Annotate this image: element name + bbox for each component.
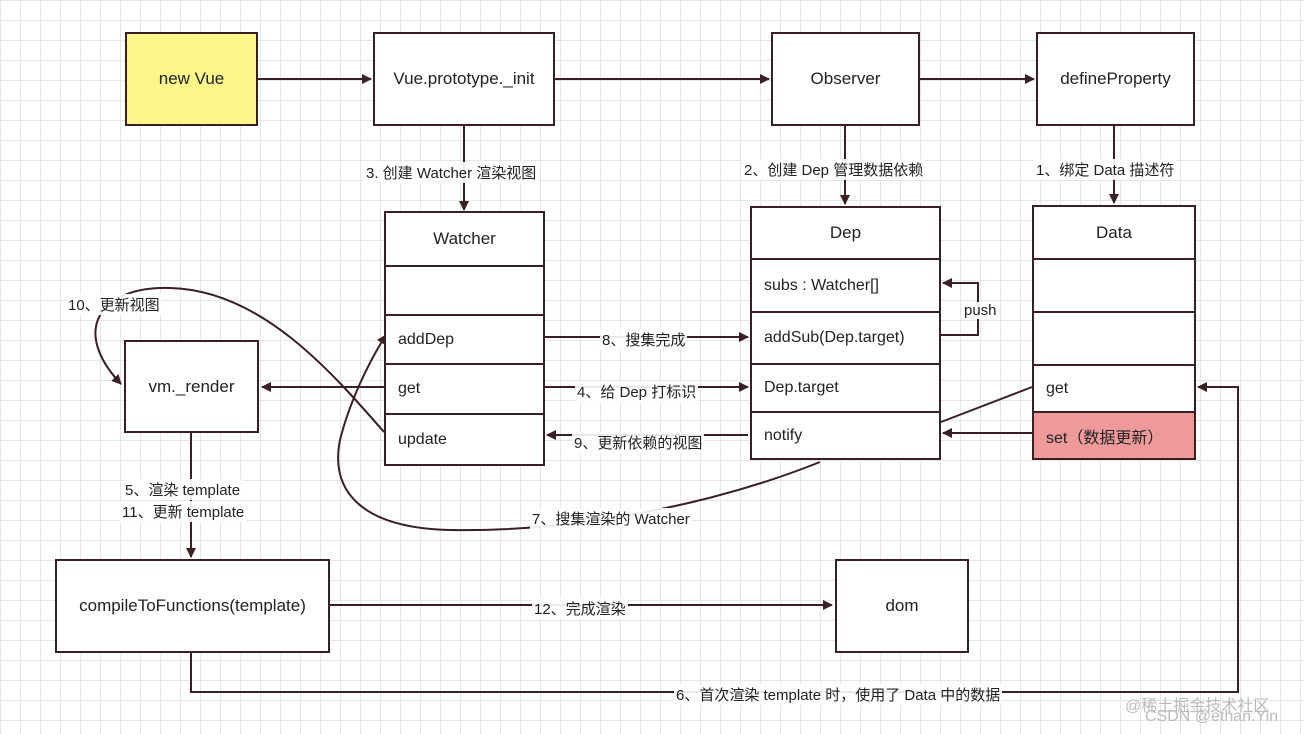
label-step-8: 8、搜集完成 — [600, 329, 688, 350]
data-row-empty-2 — [1034, 311, 1194, 364]
label-step-10: 10、更新视图 — [66, 294, 162, 315]
vm-render-label: vm._render — [148, 376, 235, 396]
data-table: Data get set（数据更新） — [1032, 205, 1196, 460]
watcher-row-adddep: addDep — [386, 314, 543, 363]
label-push: push — [962, 302, 999, 319]
label-step-4: 4、给 Dep 打标识 — [575, 381, 699, 402]
dep-table: Dep subs : Watcher[] addSub(Dep.target) … — [750, 206, 941, 460]
define-property-box: defineProperty — [1036, 32, 1195, 126]
new-vue-box: new Vue — [125, 32, 258, 126]
label-step-9: 9、更新依赖的视图 — [572, 432, 705, 453]
data-title: Data — [1096, 222, 1132, 242]
dep-row-notify: notify — [752, 411, 939, 458]
data-row-get: get — [1034, 364, 1194, 411]
compile-box: compileToFunctions(template) — [55, 559, 330, 653]
arrow-compile-dataget — [190, 382, 1239, 693]
observer-label: Observer — [810, 69, 881, 88]
watcher-row-get: get — [386, 363, 543, 413]
line-dataget-notify — [940, 386, 1033, 423]
new-vue-label: new Vue — [158, 69, 225, 88]
label-step-12: 12、完成渲染 — [532, 598, 628, 619]
label-step-6: 6、首次渲染 template 时，使用了 Data 中的数据 — [674, 684, 1003, 705]
arrow-collect-watcher-curve — [337, 334, 821, 532]
label-step-1: 1、绑定 Data 描述符 — [1034, 159, 1177, 180]
watermark-juejin: @稀土掘金技术社区 — [1125, 698, 1270, 715]
define-property-label: defineProperty — [1060, 69, 1171, 88]
watcher-table: Watcher addDep get update — [384, 211, 545, 466]
dom-label: dom — [885, 596, 919, 615]
label-step-2: 2、创建 Dep 管理数据依赖 — [742, 159, 926, 180]
observer-box: Observer — [771, 32, 920, 126]
vue-init-box: Vue.prototype._init — [373, 32, 555, 126]
watermark-csdn: CSDN @ethan.Yin — [1145, 708, 1279, 725]
dom-box: dom — [835, 559, 969, 653]
data-row-empty-1 — [1034, 258, 1194, 311]
compile-label: compileToFunctions(template) — [79, 596, 306, 615]
dep-title: Dep — [829, 223, 862, 242]
data-row-set: set（数据更新） — [1034, 411, 1194, 458]
watcher-row-empty — [386, 265, 543, 314]
vm-render-box: vm._render — [124, 340, 259, 433]
label-step-5: 5、渲染 template — [123, 479, 243, 500]
vue-init-label: Vue.prototype._init — [393, 69, 535, 88]
dep-row-target: Dep.target — [752, 363, 939, 411]
label-step-7: 7、搜集渲染的 Watcher — [530, 508, 692, 529]
dep-row-addsub: addSub(Dep.target) — [752, 311, 939, 363]
label-step-11: 11、更新 template — [120, 501, 247, 522]
label-step-3: 3. 创建 Watcher 渲染视图 — [364, 162, 539, 183]
dep-row-subs: subs : Watcher[] — [752, 258, 939, 311]
arrow-update-render-curve — [94, 286, 385, 433]
watcher-title: Watcher — [433, 229, 496, 248]
watcher-row-update: update — [386, 413, 543, 464]
